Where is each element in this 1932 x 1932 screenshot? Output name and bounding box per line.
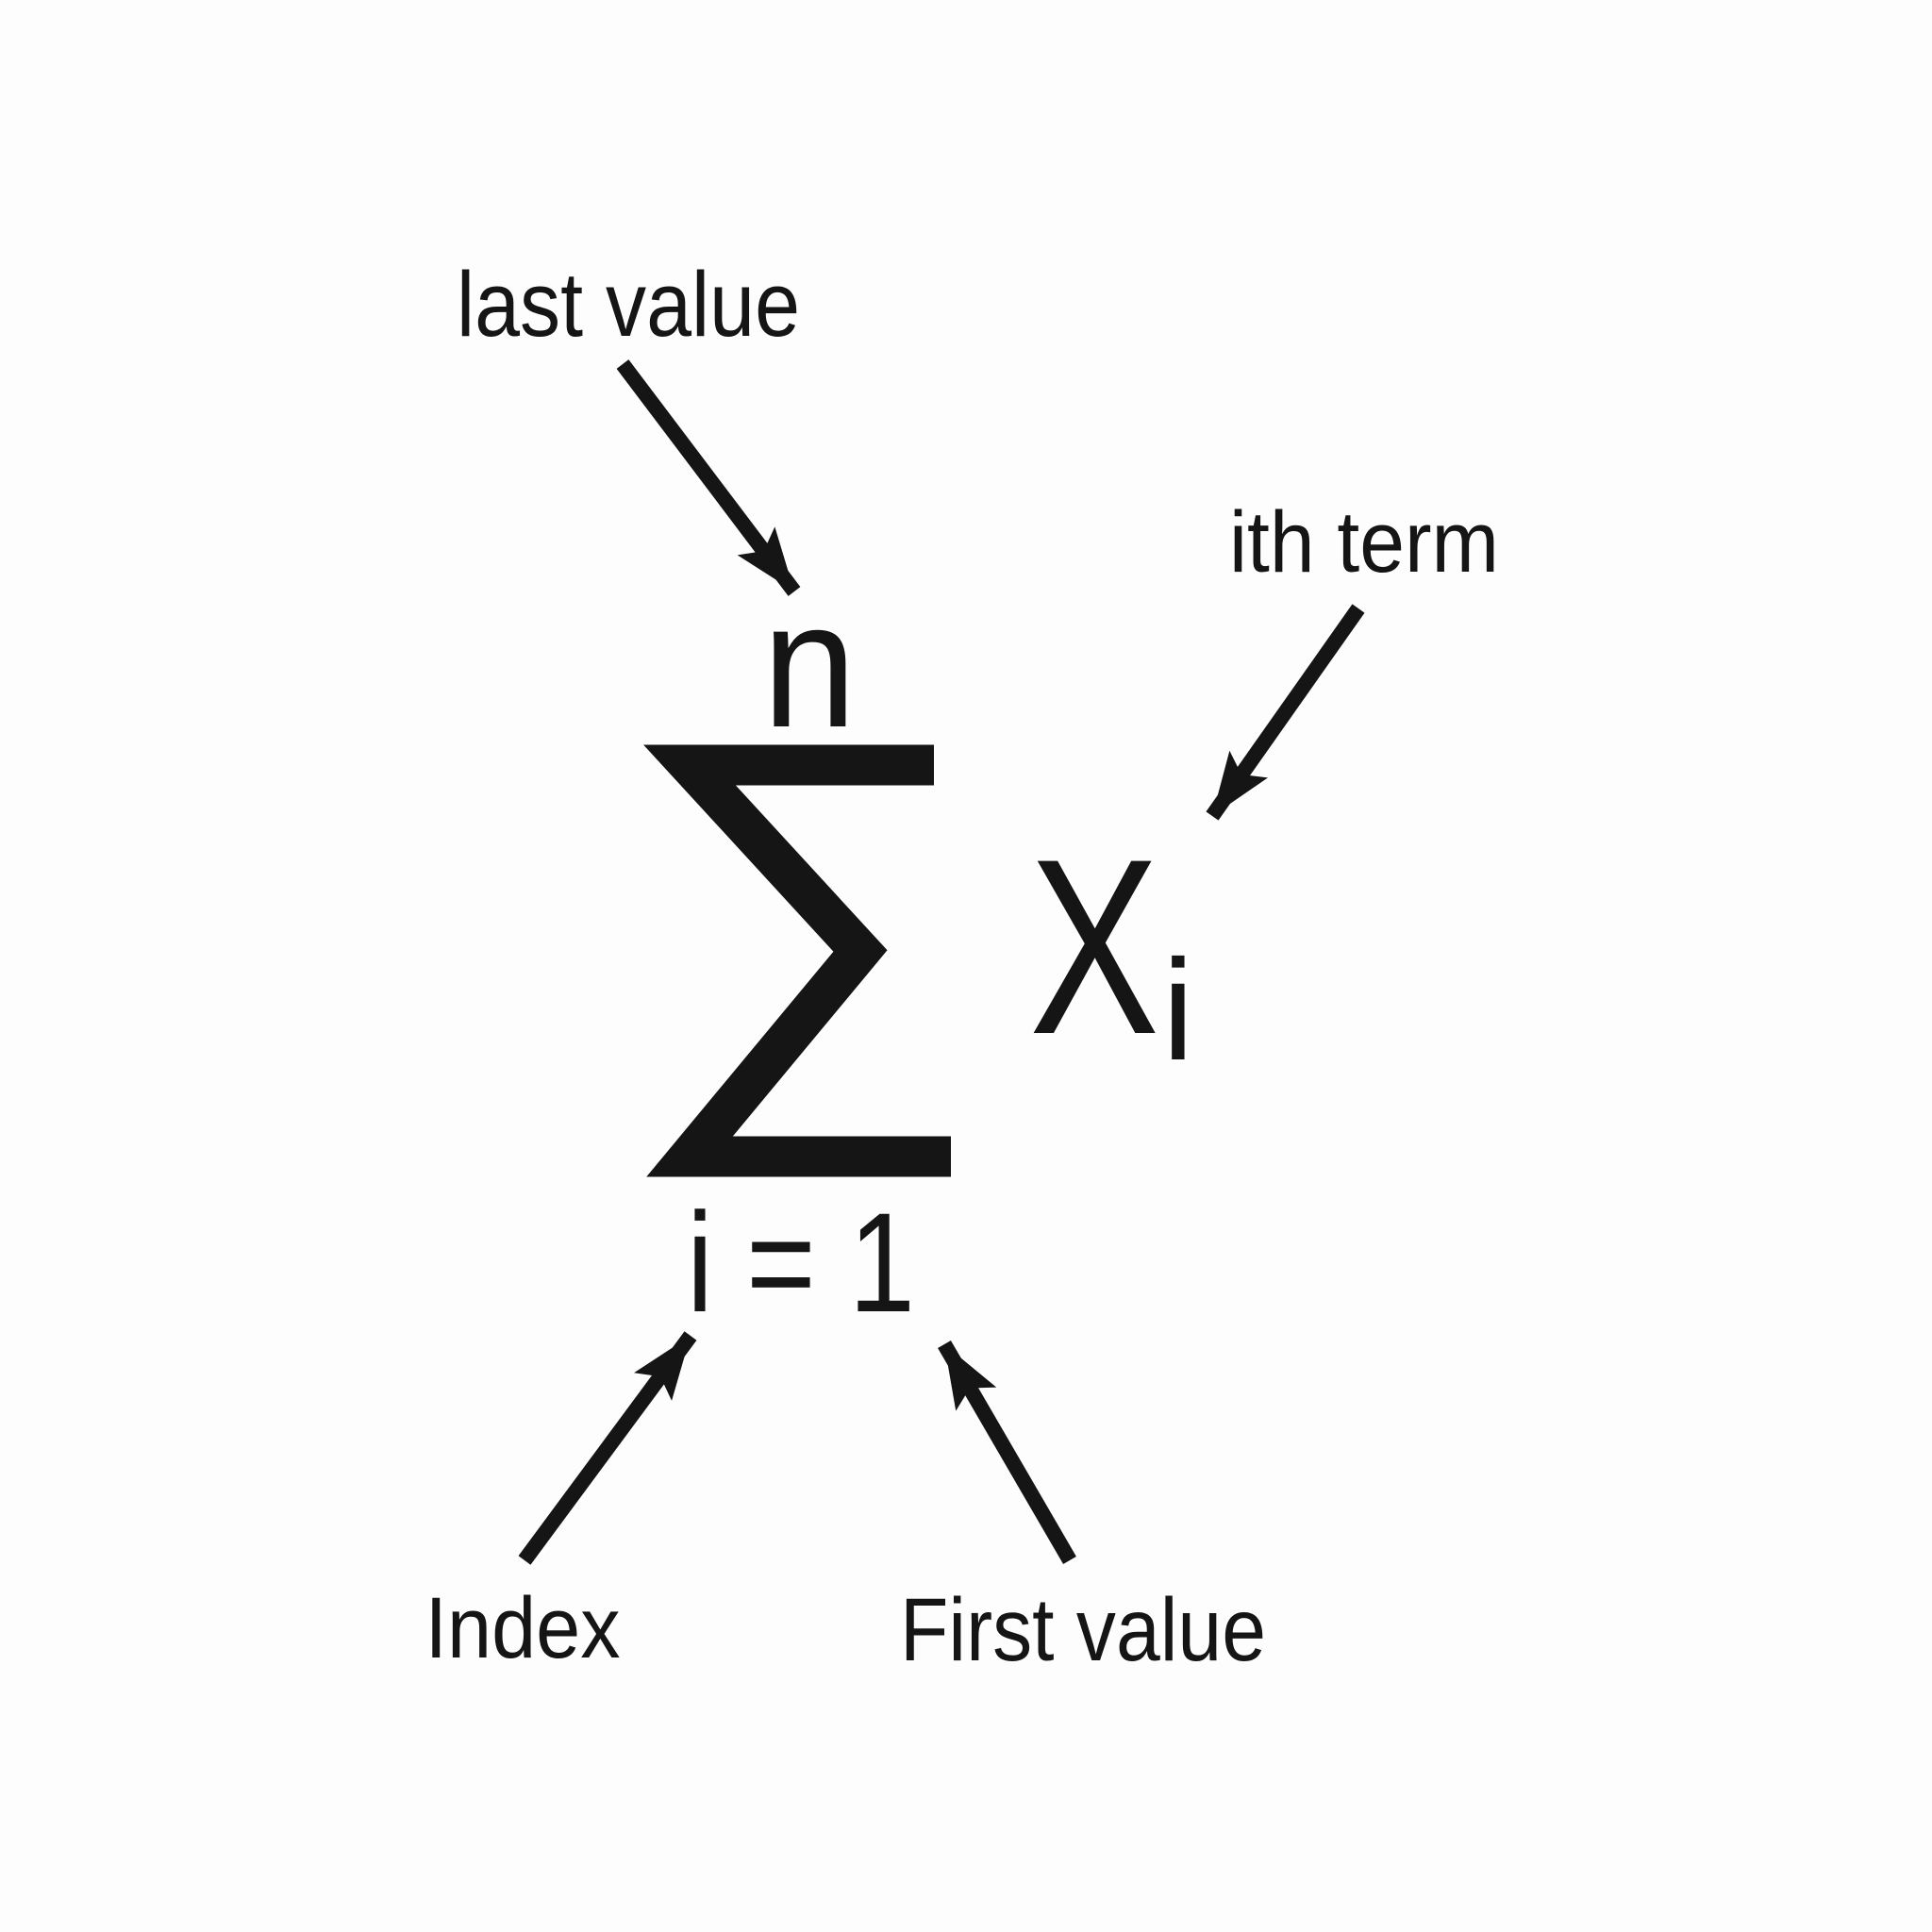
index-label: Index [425, 1580, 621, 1676]
lower-limit-i-equals-1: i = 1 [687, 1183, 915, 1341]
term-subscript-i: i [1162, 930, 1194, 1091]
upper-limit-n: n [762, 565, 857, 765]
last-value-arrow-icon [616, 359, 801, 596]
first-value-arrow-icon [938, 1340, 1076, 1565]
first-value-label: First value [900, 1580, 1266, 1680]
ith-term-arrow-shaft [1206, 604, 1365, 821]
ith-term-arrow-icon [1206, 604, 1365, 821]
sigma-glyph-path [643, 744, 951, 1177]
last-value-arrow-shaft [616, 359, 801, 596]
index-arrow-icon [518, 1331, 697, 1565]
ith-term-label: ith term [1229, 494, 1499, 591]
term-base-x: X [1029, 808, 1159, 1087]
sigma-symbol: Σ [643, 744, 951, 1177]
index-arrow-shaft [518, 1331, 697, 1565]
last-value-label: last value [457, 253, 800, 356]
first-value-arrow-shaft [938, 1340, 1076, 1565]
